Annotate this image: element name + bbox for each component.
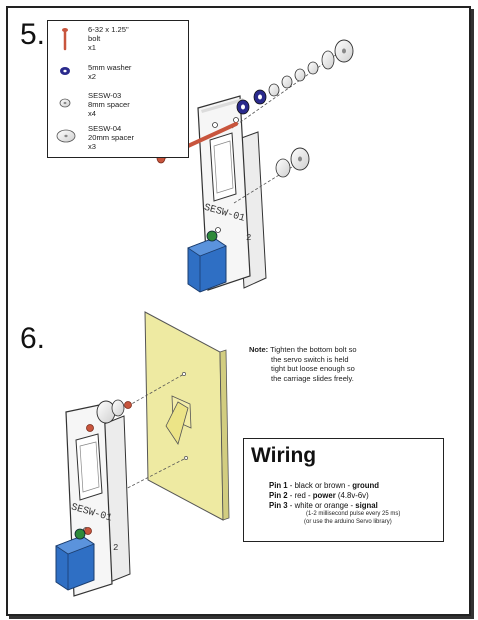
part-bolt-qty: x1 [88,43,97,52]
servo-step5 [187,230,227,293]
part-spacer-20mm: SESW-04 20mm spacer x3 [88,124,134,151]
pin-1: Pin 1 - black or brown - ground [269,481,379,490]
pin-2-sep: - [287,491,295,500]
part-washer: 5mm washer x2 [88,63,131,81]
pin-3-sep: - [287,501,295,510]
part-spacer-8mm-name: 8mm spacer [88,100,130,109]
pin-1-label: Pin 1 [269,481,288,490]
note-line-2: the servo switch is held [271,354,349,364]
assembly-note: Note: Tighten the bottom bolt so the ser… [249,345,379,383]
step-number-6: 6. [20,322,46,355]
wiring-box: Wiring Pin 1 - black or brown - ground P… [243,438,444,542]
part-spacer-20mm-code: SESW-04 [88,124,122,133]
pin-1-desc: black or brown - [294,481,353,490]
plate-label-back-step5: 2 [246,233,251,243]
bolt-assembly-step6 [84,399,132,535]
washers-step5 [236,89,267,115]
pin-3-note-2: (or use the arduino Servo library) [304,519,392,525]
spacers-20mm-step5 [275,39,354,178]
part-washer-name: 5mm washer [88,63,132,72]
pin-1-key: ground [352,481,380,490]
part-spacer-20mm-name: 20mm spacer [88,133,135,142]
pin-2-key: power [312,491,336,500]
wall-switch-plate [144,311,230,521]
pin-2: Pin 2 - red - power (4.8v-6v) [269,491,369,500]
pin-3-desc: white or orange - [294,501,356,510]
part-spacer-20mm-qty: x3 [88,142,97,151]
parts-icons [56,28,76,143]
part-bolt-size: 6-32 x 1.25" [88,25,129,34]
spacer-20mm-icon [56,129,76,143]
pin-2-label: Pin 2 [269,491,288,500]
pin-3: Pin 3 - white or orange - signal [269,501,378,510]
note-line-4: the carriage slides freely. [271,373,354,383]
washer-icon [60,67,70,75]
wiring-title: Wiring [251,444,317,467]
pin-3-note-1: (1-2 millisecond pulse every 25 ms) [306,511,401,517]
pin-3-key: signal [355,501,378,510]
note-line-3: tight but loose enough so [271,364,355,373]
part-bolt-name: bolt [88,34,101,43]
pin-2-extra: (4.8v-6v) [335,491,369,500]
spacer-8mm-icon [59,98,71,108]
servo-step6 [55,528,95,591]
note-line-1: Tighten the bottom bolt so [270,345,357,354]
pin-1-sep: - [287,481,295,490]
parts-list: 6-32 x 1.25" bolt x1 5mm washer x2 SESW-… [47,20,189,158]
part-washer-qty: x2 [88,72,97,81]
part-bolt: 6-32 x 1.25" bolt x1 [88,25,129,52]
part-spacer-8mm-qty: x4 [88,109,97,118]
pin-3-label: Pin 3 [269,501,288,510]
part-spacer-8mm-code: SESW-03 [88,91,122,100]
bolt-icon [62,28,68,51]
pin-2-desc: red - [294,491,313,500]
spacers-8mm-step5 [268,61,319,97]
part-spacer-8mm: SESW-03 8mm spacer x4 [88,91,130,118]
note-label: Note: [249,345,269,354]
step-number-5: 5. [20,18,46,51]
plate-label-back-step6: 2 [113,543,118,553]
